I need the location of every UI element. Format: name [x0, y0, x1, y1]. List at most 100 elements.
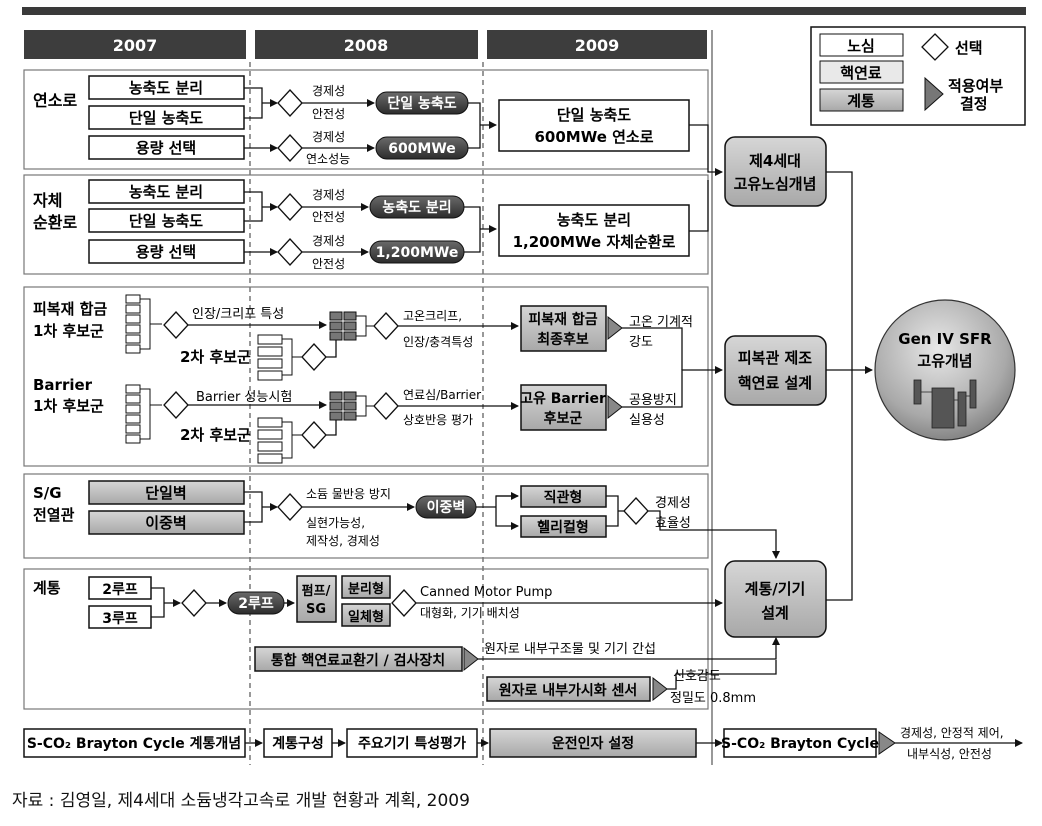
select-diamond-icon	[163, 391, 189, 419]
select-diamond-icon	[277, 134, 303, 162]
box-separate	[341, 575, 391, 599]
label-labels-sensitivity: 신호감도	[673, 669, 721, 684]
label-labels-combustion: 연소성능	[306, 152, 350, 166]
label-boxes-selfcirc-final-2: 1,200MWe 자체순환로	[513, 233, 676, 251]
box-refuel	[254, 646, 463, 672]
box-integrated	[341, 603, 391, 627]
label-boxes-selfcirc-final-1: 농축도 분리	[557, 211, 631, 229]
label-labels-enlarge: 대형화, 기기 배치성	[420, 606, 520, 620]
frame-system	[23, 568, 709, 710]
frame-cladding	[23, 286, 709, 467]
barrier-selected-icon	[329, 391, 374, 421]
label-labels-safety: 안전성	[312, 210, 345, 224]
legend-fuel: 핵연료	[840, 64, 882, 82]
label-labels-safety: 안전성	[312, 107, 345, 121]
legend-triangle-icon	[924, 76, 944, 112]
selfcirc-options: 농축도 분리 단일 농축도 용량 선택	[88, 179, 245, 264]
label-boxes-barrier-final-2: 후보군	[544, 411, 583, 427]
label-boxes-gen4-core-1: 제4세대	[749, 152, 801, 170]
label-boxes-sco2-concept: S-CO₂ Brayton Cycle 계통개념	[27, 736, 241, 752]
select-diamond-icon	[181, 589, 207, 617]
label-boxes-refuel: 통합 핵연료교환기 / 검사장치	[271, 652, 445, 669]
section-cladding-2: 1차 후보군	[33, 322, 104, 340]
label-labels-secondary: 2차 후보군	[180, 348, 251, 366]
label-labels-economy: 경제성	[312, 84, 345, 98]
cladding-selected-icon	[329, 311, 374, 341]
label-boxes-loop3: 3루프	[102, 611, 138, 627]
label-boxes-single-wall: 단일벽	[145, 484, 186, 502]
legend: 노심 핵연료 계통 선택 적용여부 결정	[810, 26, 1026, 126]
label-labels-canned: Canned Motor Pump	[420, 585, 552, 600]
cladding-candidates-icon	[125, 294, 162, 354]
label-labels-efficiency: 효율성	[655, 516, 691, 531]
legend-select: 선택	[955, 39, 983, 57]
label-labels-corrosion: 내부식성, 안전성	[907, 747, 992, 761]
label-boxes-clad-fuel-2: 핵연료 설계	[738, 374, 812, 392]
label-boxes-system-config: 계통구성	[272, 736, 324, 752]
select-diamond-icon	[301, 421, 327, 449]
label-boxes-sys-equip-1: 계통/기기	[745, 580, 806, 598]
label-labels-fuel-barrier: 연료심/Barrier	[403, 388, 481, 402]
box-clad-final	[520, 305, 607, 352]
label-boxes-sco2-cycle: S-CO₂ Brayton Cycle	[721, 736, 879, 752]
label-boxes-single-enrich: 단일 농축도	[129, 109, 203, 127]
legend-core: 노심	[847, 37, 875, 55]
label-boxes-op-param: 운전인자 설정	[552, 735, 634, 752]
decide-triangle-icon	[463, 646, 479, 672]
label-labels-tensile-creep: 인장/크리프 특성	[192, 307, 284, 322]
label-pills-single-enrich: 단일 농축도	[387, 95, 456, 112]
label-boxes-clad-final-2: 최종후보	[537, 332, 589, 348]
label-boxes-barrier-final-1: 고유 Barrier	[520, 391, 606, 407]
label-labels-strength: 강도	[629, 335, 653, 350]
label-pills-double-wall: 이중벽	[427, 499, 466, 516]
label-boxes-helical: 헬리컬형	[537, 519, 589, 536]
section-cladding-1: 피복재 합금	[33, 300, 107, 318]
section-barrier-1: Barrier	[33, 376, 93, 394]
label-boxes-pump-sg-2: SG	[306, 602, 326, 617]
label-labels-economy: 경제성	[312, 234, 345, 248]
section-selfcirc-1: 자체	[33, 191, 62, 210]
label-boxes-equip-eval: 주요기기 특성평가	[358, 735, 466, 752]
box-burner-final	[498, 99, 690, 152]
select-diamond-icon	[373, 312, 399, 340]
select-diamond-icon	[277, 493, 303, 521]
label-labels-interaction: 상호반응 평가	[403, 413, 473, 427]
legend-system: 계통	[847, 92, 875, 110]
select-diamond-icon	[277, 193, 303, 221]
year-headers: 2007 2008 2009	[24, 30, 707, 59]
section-system: 계통	[33, 579, 61, 597]
label-boxes-sfr-1: Gen IV SFR	[898, 330, 992, 348]
box-sys-equip	[724, 560, 827, 638]
label-boxes-enrich-sep: 농축도 분리	[129, 79, 203, 97]
barrier-candidates-icon	[125, 384, 162, 444]
reactor-plant-icon	[913, 379, 977, 429]
label-labels-practicality: 실용성	[629, 413, 665, 428]
label-labels-high-temp-creep: 고온크리프,	[403, 309, 462, 323]
label-boxes-straight: 직관형	[544, 489, 583, 506]
label-boxes-separate: 분리형	[348, 581, 384, 597]
section-barrier-2: 1차 후보군	[33, 397, 104, 415]
section-sg-1: S/G	[33, 484, 62, 502]
section-selfcirc-2: 순환로	[33, 213, 77, 232]
label-labels-barrier-test: Barrier 성능시험	[196, 390, 292, 405]
label-boxes-integrated: 일체형	[348, 609, 384, 625]
box-pump-sg	[296, 575, 337, 623]
label-boxes-loop2: 2루프	[102, 582, 138, 598]
label-boxes-pump-sg-1: 펌프/	[302, 583, 331, 599]
box-system-config	[263, 728, 333, 758]
label-pills-loop2: 2루프	[238, 596, 274, 612]
label-labels-high-temp-mech: 고온 기계적	[629, 315, 693, 330]
label-boxes-capacity-sel: 용량 선택	[136, 243, 196, 261]
label-labels-precision: 정밀도 0.8mm	[670, 691, 756, 706]
label-boxes-burner-final-1: 단일 농축도	[557, 106, 631, 124]
label-labels-manufact: 제작성, 경제성	[306, 534, 380, 548]
legend-decide-2: 결정	[960, 95, 988, 113]
select-diamond-icon	[391, 589, 417, 617]
secondary-candidates-icon	[257, 334, 302, 381]
select-diamond-icon	[373, 392, 399, 420]
label-pills-enrich-sep: 농축도 분리	[382, 200, 451, 216]
label-boxes-single-enrich: 단일 농축도	[129, 212, 203, 230]
label-boxes-gen4-core-2: 고유노심개념	[734, 175, 817, 193]
label-boxes-burner-final-2: 600MWe 연소로	[534, 128, 653, 146]
label-labels-secondary: 2차 후보군	[180, 426, 251, 444]
